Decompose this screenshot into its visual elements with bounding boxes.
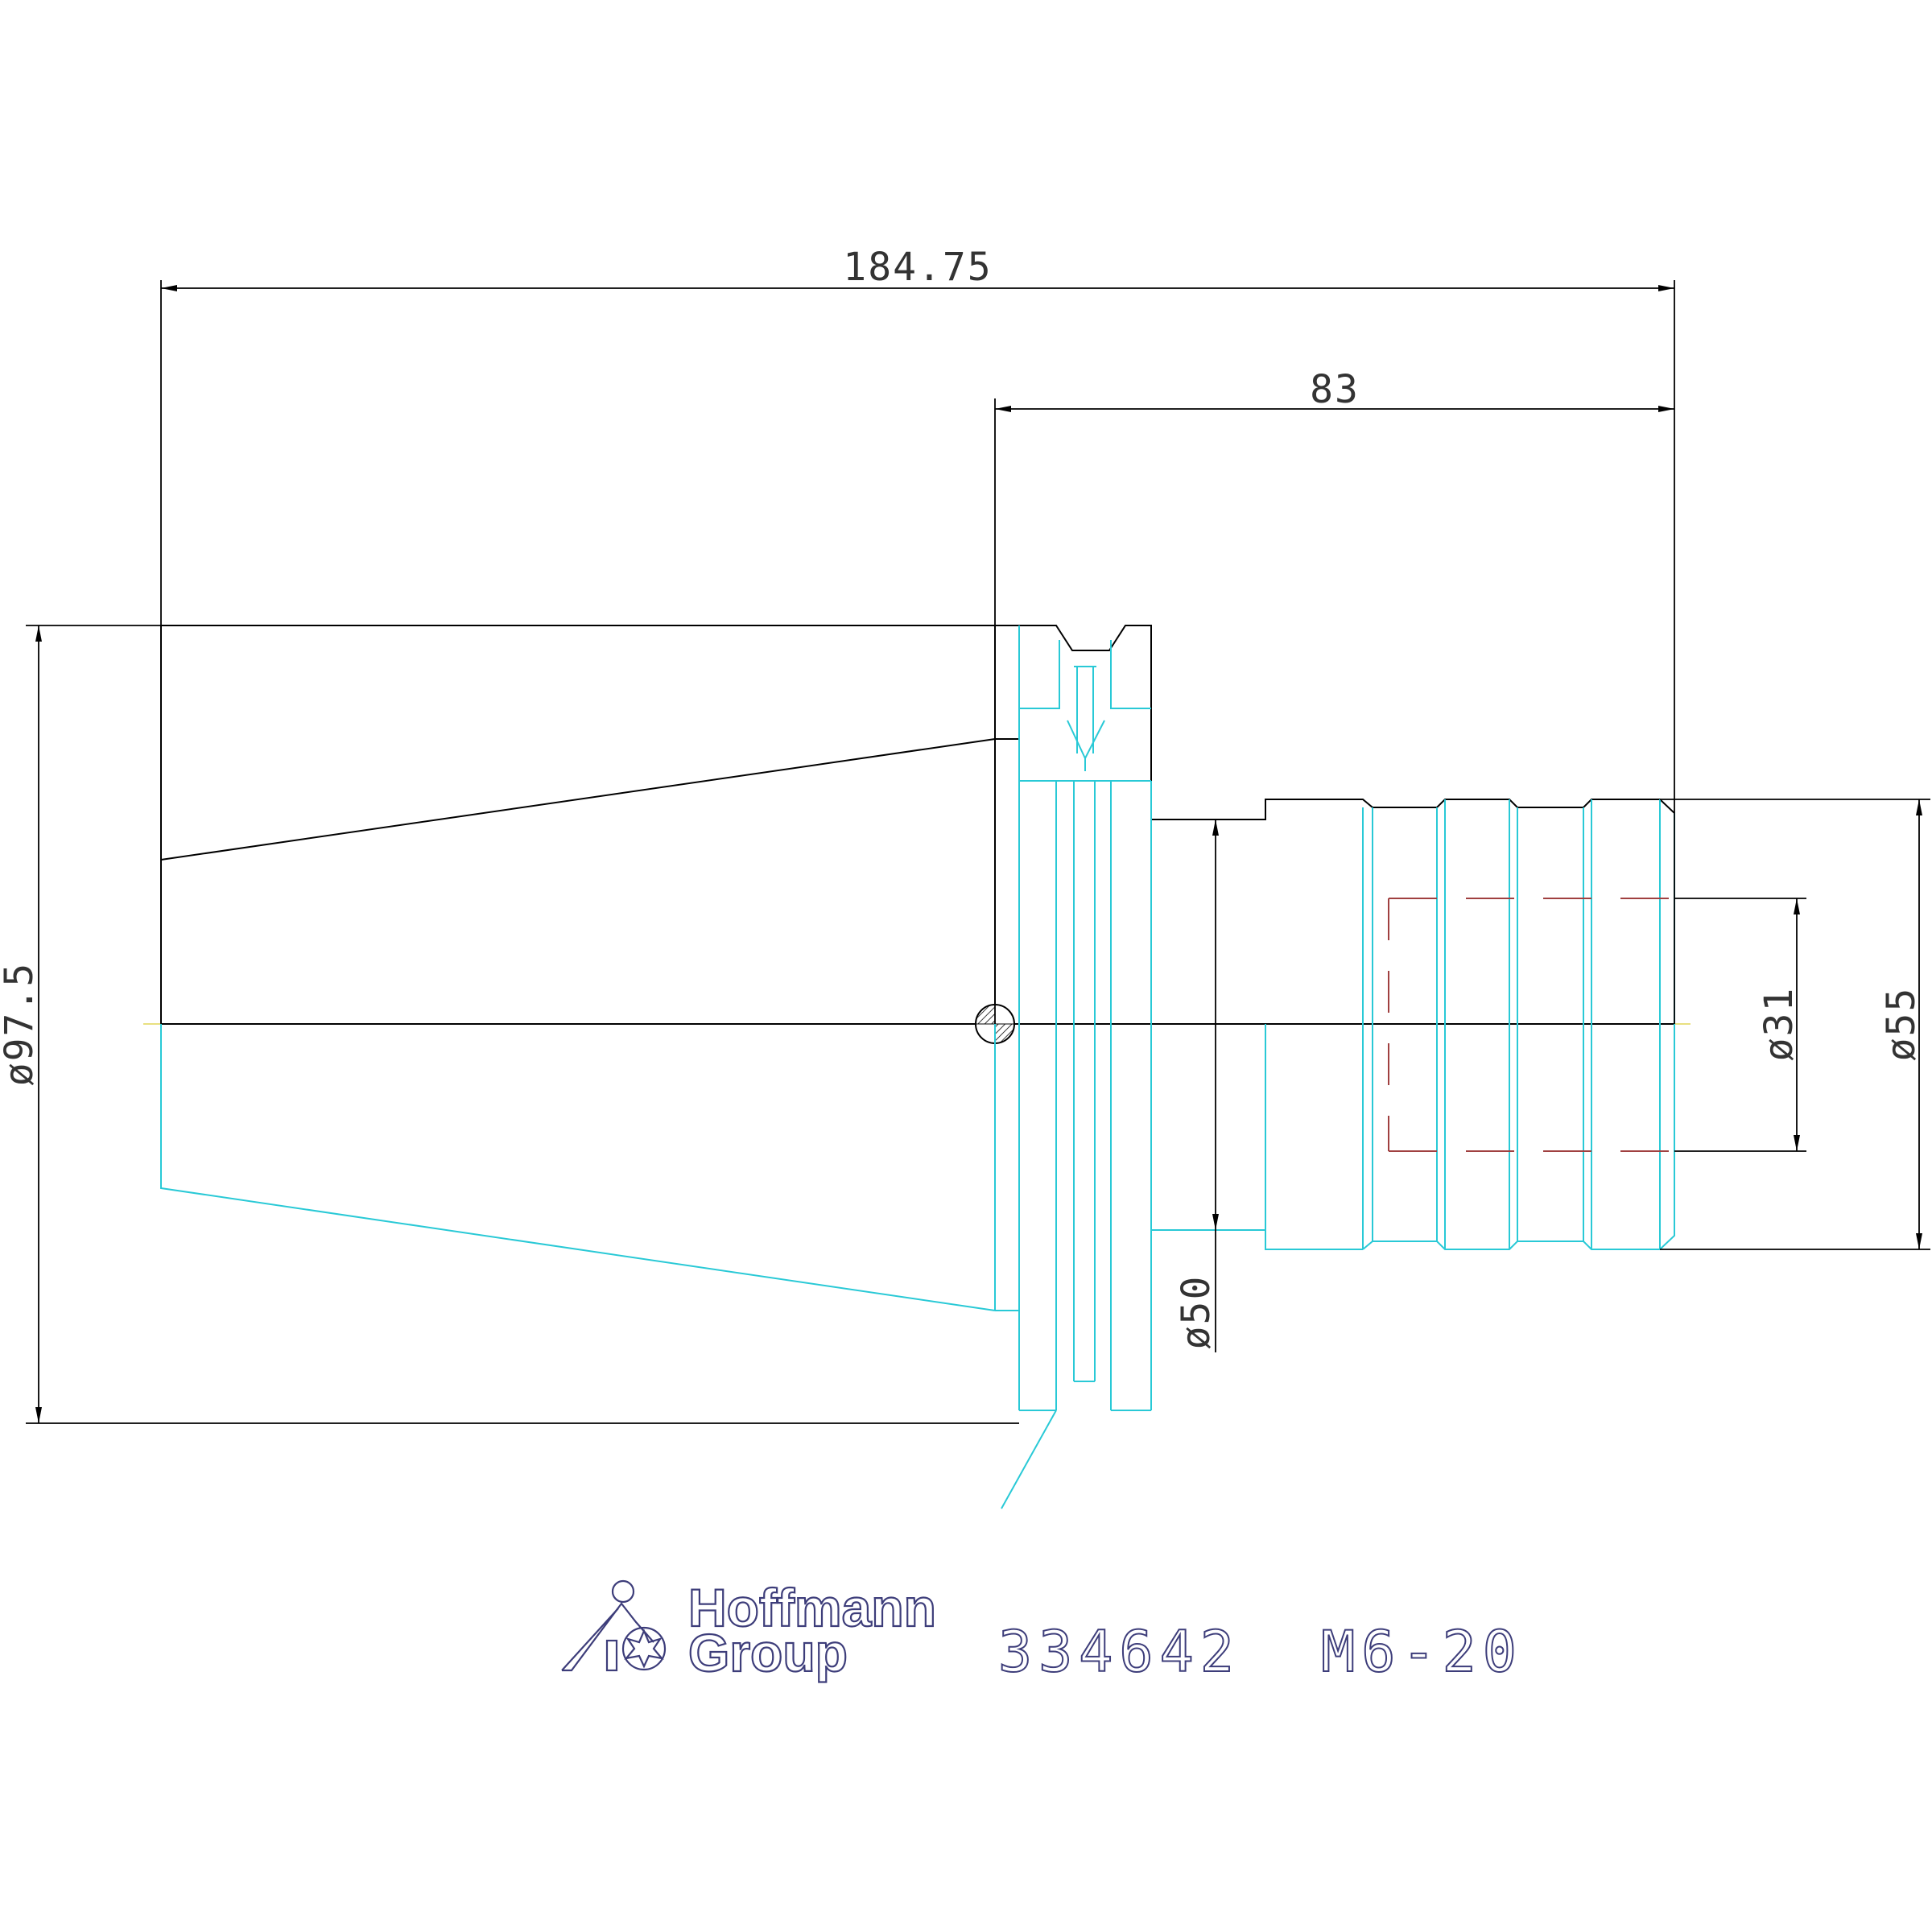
dim-bore-diameter: ø31 (1757, 987, 1802, 1062)
part-number-label: 334642 M6-20 (998, 1619, 1523, 1685)
logo-icon (561, 1579, 667, 1672)
hidden-bore-lines (1388, 898, 1674, 1152)
hoffmann-group-logo: Hoffmann Group (561, 1577, 937, 1683)
lower-section-outline (160, 625, 1675, 1509)
logo-word-group: Group (688, 1623, 848, 1682)
dim-shank-diameter: ø55 (1879, 987, 1924, 1062)
dim-neck-diameter: ø50 (1174, 1275, 1219, 1350)
dim-overall-length: 184.75 (843, 245, 992, 290)
dimension-lines (26, 280, 1930, 1424)
logo-word-hoffmann: Hoffmann (688, 1578, 936, 1637)
dim-flange-diameter: ø97.5 (0, 962, 42, 1087)
upper-outline (160, 625, 1675, 1024)
dim-shank-length: 83 (1310, 367, 1360, 412)
